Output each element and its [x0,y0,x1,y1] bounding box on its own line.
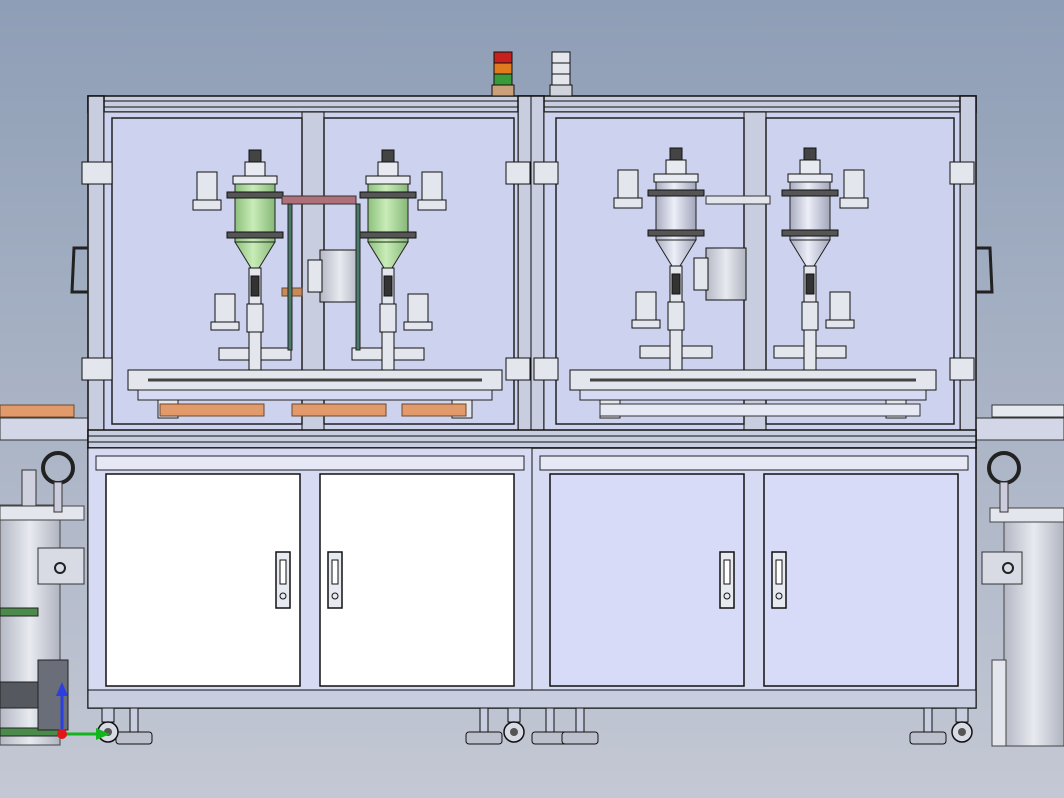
linear-rail-table [569,369,937,419]
caster-wheel [97,707,119,743]
coordinate-axis-triad [56,682,110,740]
door-latch-handle[interactable] [275,551,291,609]
linkage-bar [287,203,293,351]
dispensing-tank-assembly [192,149,292,373]
buzzer-tower [549,51,573,97]
dispensing-tank-assembly [351,149,447,373]
right-side-handle[interactable] [976,246,994,294]
drive-motor [307,249,361,303]
work-plate [599,403,921,417]
cabinet-door[interactable] [763,473,959,687]
work-plate [401,403,467,417]
left-side-handle[interactable] [70,246,88,294]
dispensing-tank-assembly [773,147,869,371]
left-adjacent-machine [0,404,93,746]
linkage-bar [355,203,361,351]
signal-tower-light [491,51,515,97]
linear-rail-table [127,369,503,419]
drive-motor [693,247,747,301]
leveling-foot [909,707,947,745]
door-latch-handle[interactable] [327,551,343,609]
work-plate [159,403,265,417]
door-hinges [81,161,975,381]
leveling-foot [561,707,599,745]
work-plate [291,403,387,417]
cabinet-door[interactable] [549,473,745,687]
tank-crossbar [705,195,771,205]
cabinet-door[interactable] [105,473,301,687]
right-adjacent-machine [975,404,1064,747]
dispensing-tank-assembly [613,147,713,371]
caster-wheel [951,707,973,743]
door-latch-handle[interactable] [719,551,735,609]
leveling-foot [531,707,569,745]
cabinet-door[interactable] [319,473,515,687]
leveling-foot [465,707,503,745]
tank-crossbar [281,195,357,205]
door-latch-handle[interactable] [771,551,787,609]
caster-wheel [503,707,525,743]
